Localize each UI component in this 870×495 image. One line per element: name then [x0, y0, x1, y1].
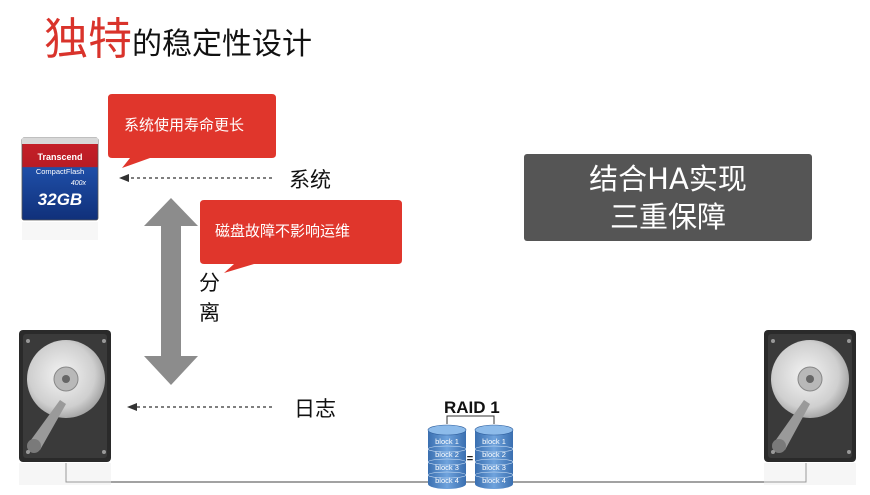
title-rest: 的稳定性设计	[132, 27, 312, 62]
raid-equals-sign: =	[467, 453, 473, 465]
log-dashed-arrow	[127, 403, 272, 411]
raid-right-block-label: block 1	[482, 437, 506, 446]
hard-disk-left-icon	[19, 330, 111, 485]
raid-left-block-label: block 2	[435, 450, 459, 459]
raid-label: RAID 1	[444, 398, 500, 417]
raid-left-block-label: block 3	[435, 463, 459, 472]
callout-middle-bubble	[200, 200, 402, 273]
compactflash-card-icon: Transcend CompactFlash 400x 32GB	[21, 137, 99, 240]
title-accent: 独特	[44, 14, 132, 65]
separation-double-arrow	[144, 198, 198, 385]
raid-disk-left-icon	[427, 424, 467, 489]
callout-top-bubble	[108, 94, 276, 168]
cf-type: CompactFlash	[36, 167, 84, 176]
raid-right-block-label: block 3	[482, 463, 506, 472]
separate-label: 分离	[199, 271, 220, 325]
page-title: 独特的稳定性设计	[44, 18, 312, 62]
raid-disk-right-icon	[474, 424, 514, 489]
raid-right-block-separator	[474, 458, 514, 466]
raid-right-block-separator	[474, 471, 514, 479]
raid-bracket	[446, 415, 495, 424]
callout-top-text: 系统使用寿命更长	[124, 116, 245, 134]
ha-box-line1: 结合HA实现	[589, 162, 747, 196]
ha-guarantee-box: 结合HA实现 三重保障	[524, 154, 812, 241]
system-label: 系统	[289, 168, 331, 192]
raid-left-block-label: block 4	[435, 476, 459, 485]
raid-right-block-label: block 2	[482, 450, 506, 459]
raid-left-block-separator	[427, 458, 467, 466]
system-dashed-arrow	[119, 174, 272, 182]
hard-disk-right-icon	[764, 330, 856, 485]
cf-capacity: 32GB	[38, 190, 82, 209]
log-label: 日志	[294, 397, 336, 421]
raid-left-block-separator	[427, 445, 467, 453]
raid-left-block-separator	[427, 471, 467, 479]
cf-speed: 400x	[71, 180, 87, 187]
raid-right-block-separator	[474, 445, 514, 453]
cf-brand: Transcend	[37, 152, 82, 162]
ha-box-line2: 三重保障	[609, 200, 726, 234]
raid-right-block-label: block 4	[482, 476, 506, 485]
callout-middle-text: 磁盘故障不影响运维	[215, 222, 351, 240]
raid-left-block-label: block 1	[435, 437, 459, 446]
